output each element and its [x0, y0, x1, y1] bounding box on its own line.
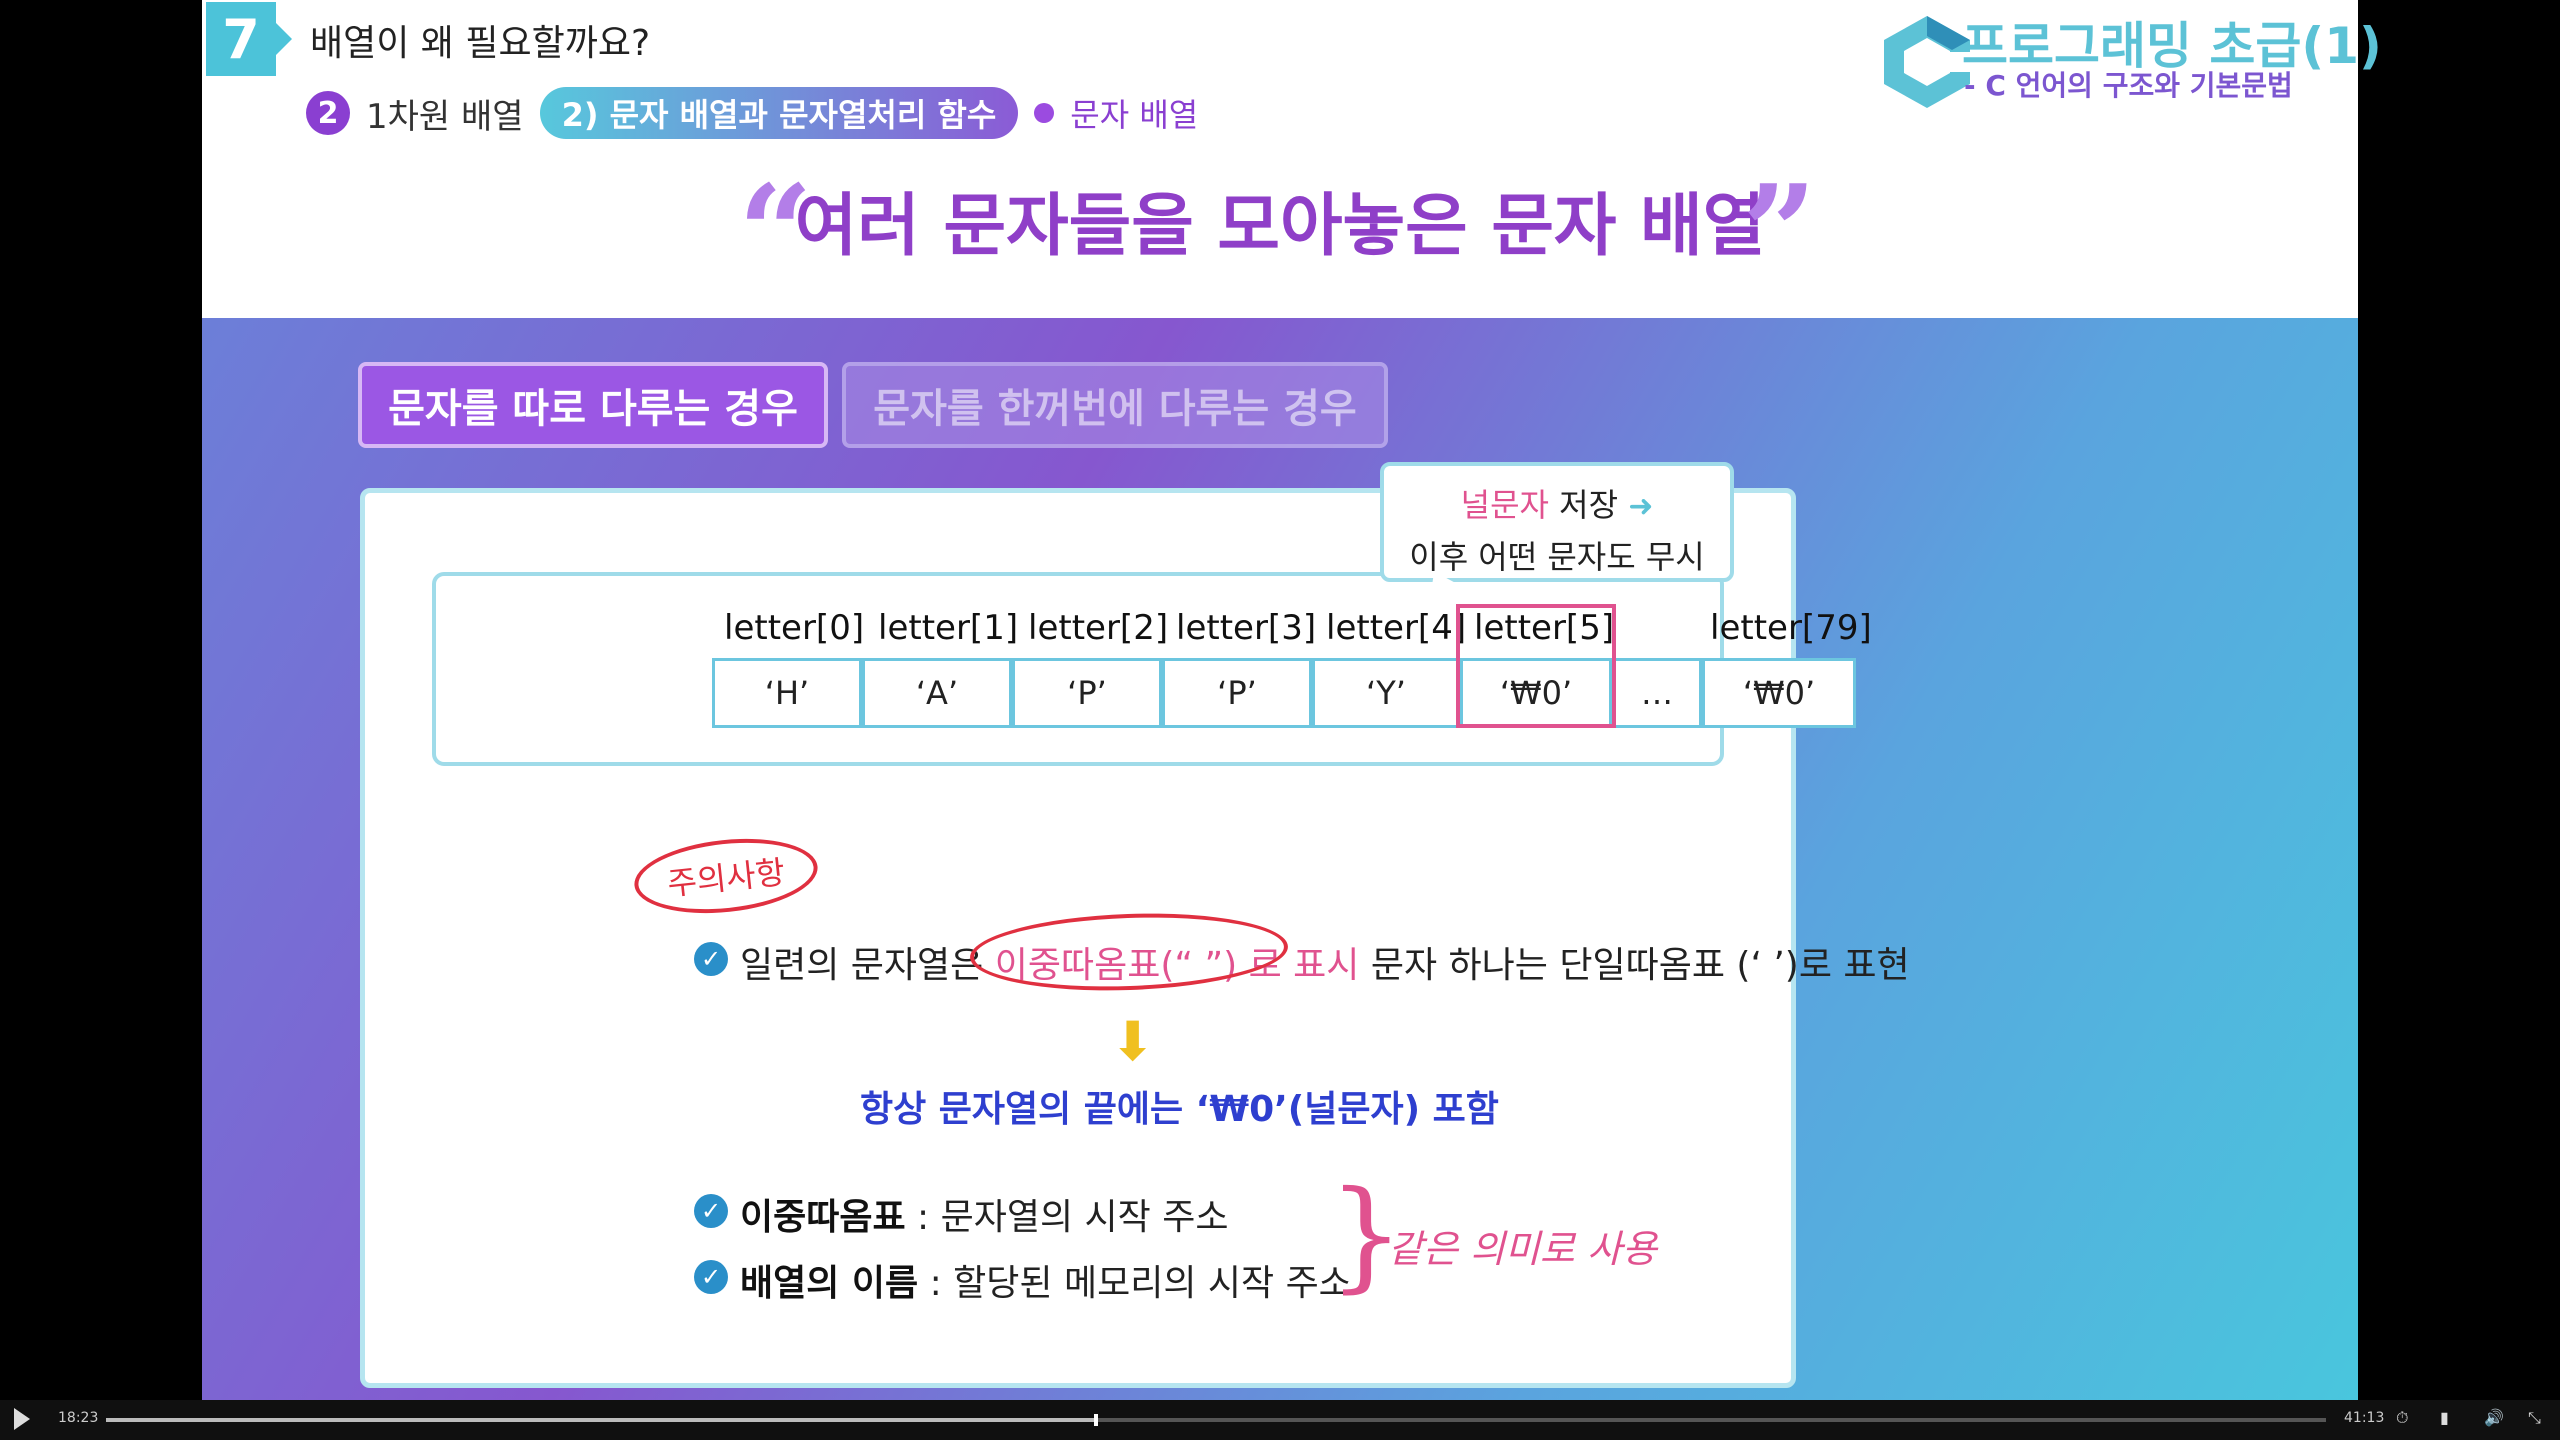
- speed-icon[interactable]: ⏱: [2396, 1408, 2409, 1427]
- callout-null-term: 널문자: [1460, 486, 1549, 524]
- note-array-name: 배열의 이름 : 할당된 메모리의 시작 주소: [740, 1254, 1352, 1306]
- check-icon: ✓: [694, 1260, 728, 1294]
- callout-store: 저장: [1548, 486, 1619, 524]
- null-cell-highlight: [1456, 604, 1616, 728]
- section-title: 1차원 배열: [366, 96, 524, 137]
- array-cell-ellipsis: …: [1612, 658, 1702, 728]
- term-desc: : 할당된 메모리의 시작 주소: [918, 1263, 1352, 1304]
- note-text: 일련의 문자열은: [740, 945, 995, 986]
- array-cell: ‘Y’: [1312, 658, 1460, 728]
- array-cell: ‘A’: [862, 658, 1012, 728]
- array-cell: ‘P’: [1162, 658, 1312, 728]
- brace-icon: }: [1328, 1166, 1405, 1305]
- index-label: letter[2]: [1028, 608, 1169, 648]
- quality-icon[interactable]: ▮: [2440, 1408, 2449, 1427]
- note-double-quote: 이중따옴표 : 문자열의 시작 주소: [740, 1188, 1228, 1240]
- section-number: 2: [306, 91, 350, 135]
- slide-headline: 여러 문자들을 모아놓은 문자 배열: [794, 187, 1766, 266]
- array-cell-last: ‘₩0’: [1702, 658, 1856, 728]
- subsection-pill: 2) 문자 배열과 문자열처리 함수: [539, 87, 1019, 139]
- seek-bar-fill: [106, 1418, 1097, 1422]
- course-subtitle: - C 언어의 구조와 기본문법: [1964, 69, 2293, 102]
- same-meaning-note: 같은 의미로 사용: [1388, 1227, 1657, 1271]
- course-title: 프로그래밍 초급(1): [1962, 17, 2382, 75]
- note-text: 문자 하나는 단일따옴표 (‘ ’)로 표현: [1359, 945, 1910, 986]
- array-cell: ‘H’: [712, 658, 862, 728]
- term-array-name: 배열의 이름: [740, 1263, 919, 1304]
- index-label: letter[5]: [1474, 608, 1615, 648]
- index-label: letter[0]: [724, 608, 865, 648]
- current-time: 18:23: [58, 1410, 99, 1426]
- note-emphasis: 이중따옴표(“ ”) 로 표시: [994, 945, 1360, 986]
- tab-separate-chars[interactable]: 문자를 따로 다루는 경우: [358, 362, 828, 448]
- null-terminator-note: 항상 문자열의 끝에는 ‘₩0’(널문자) 포함: [860, 1089, 1499, 1130]
- null-char-callout: 널문자 저장 ➜ 이후 어떤 문자도 무시: [1380, 462, 1734, 582]
- index-label: letter[3]: [1176, 608, 1317, 648]
- breadcrumb: 2 1차원 배열 2) 문자 배열과 문자열처리 함수 문자 배열: [306, 86, 1198, 140]
- callout-ignore-text: 이후 어떤 문자도 무시: [1409, 538, 1705, 576]
- close-quote-icon: ”: [1742, 156, 1817, 309]
- check-icon: ✓: [694, 942, 728, 976]
- lecture-number-badge: 7: [206, 2, 292, 76]
- index-label: letter[79]: [1710, 608, 1872, 648]
- index-label: letter[1]: [878, 608, 1019, 648]
- c-logo-icon: [1884, 16, 1978, 108]
- seek-bar-knob[interactable]: [1094, 1414, 1099, 1426]
- volume-icon[interactable]: 🔊: [2484, 1408, 2504, 1427]
- fullscreen-exit-icon[interactable]: ⤡: [2528, 1408, 2541, 1427]
- index-label: letter[4]: [1326, 608, 1467, 648]
- current-topic: 문자 배열: [1070, 96, 1199, 134]
- player-controls: 18:23 41:13 ⏱ ▮ 🔊 ⤡: [0, 1400, 2560, 1440]
- arrow-right-icon: ➜: [1628, 489, 1654, 524]
- bullet-dot-icon: [1034, 103, 1055, 123]
- array-cell: ‘P’: [1012, 658, 1162, 728]
- term-desc: : 문자열의 시작 주소: [905, 1197, 1229, 1238]
- tab-together-chars[interactable]: 문자를 한꺼번에 다루는 경우: [842, 362, 1388, 448]
- seek-bar[interactable]: [106, 1414, 2326, 1426]
- lecture-title: 배열이 왜 필요할까요?: [310, 23, 651, 64]
- term-double-quote: 이중따옴표: [740, 1197, 906, 1238]
- check-icon: ✓: [694, 1194, 728, 1228]
- open-quote-icon: “: [738, 156, 813, 309]
- down-arrow-icon: ⬇: [1110, 1010, 1156, 1073]
- note-string-quotes: 일련의 문자열은 이중따옴표(“ ”) 로 표시 문자 하나는 단일따옴표 (‘…: [740, 936, 1910, 988]
- play-icon[interactable]: [14, 1408, 30, 1430]
- total-time: 41:13: [2344, 1410, 2385, 1426]
- slide-header: 7 배열이 왜 필요할까요? 2 1차원 배열 2) 문자 배열과 문자열처리 …: [202, 0, 2382, 318]
